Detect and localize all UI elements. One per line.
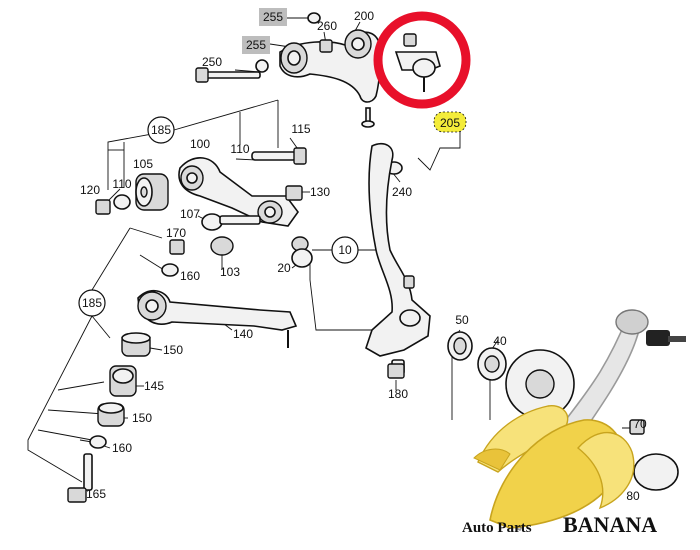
callout-180: 180 xyxy=(388,387,408,401)
callout-105: 105 xyxy=(133,157,153,171)
callout-260: 260 xyxy=(317,19,337,33)
callout-70: 70 xyxy=(633,417,647,431)
callout-130: 130 xyxy=(310,185,330,199)
callout-160-bottom: 160 xyxy=(112,441,132,455)
callout-150-top: 150 xyxy=(163,343,183,357)
mount-107 xyxy=(201,213,261,256)
lower-ball-joint xyxy=(291,236,313,268)
callout-110-left: 110 xyxy=(112,177,131,191)
callout-103: 103 xyxy=(220,265,240,279)
callout-label: 205 xyxy=(440,116,460,130)
callout-label: 185 xyxy=(82,296,102,310)
callout-10: 10 xyxy=(331,236,359,264)
brand-watermark: Auto Parts BANANA xyxy=(462,512,657,537)
bushing-stack xyxy=(67,332,151,503)
bushing-105 xyxy=(95,173,169,215)
callout-200: 200 xyxy=(354,9,374,23)
upper-ball-joint xyxy=(394,33,441,92)
callout-label: 255 xyxy=(246,38,266,52)
callout-205: 205 xyxy=(433,111,467,133)
callout-20: 20 xyxy=(277,261,291,275)
callout-255-top: 255 xyxy=(259,8,287,26)
callout-107: 107 xyxy=(180,207,200,221)
callout-110-right: 110 xyxy=(230,142,249,156)
callout-250: 250 xyxy=(202,55,222,69)
callout-label: 185 xyxy=(151,123,171,137)
callout-50: 50 xyxy=(455,313,469,327)
callout-185-left: 185 xyxy=(78,289,106,317)
callout-label: 255 xyxy=(263,10,283,24)
callout-160-top: 160 xyxy=(180,269,200,283)
callout-100: 100 xyxy=(190,137,210,151)
callout-240: 240 xyxy=(392,185,412,199)
callout-165: 165 xyxy=(86,487,106,501)
hub-cap-80 xyxy=(629,419,679,491)
callout-label: 10 xyxy=(338,243,352,257)
callout-80: 80 xyxy=(626,489,640,503)
callout-170: 170 xyxy=(166,226,186,240)
highlight-circle xyxy=(373,11,471,109)
callout-120: 120 xyxy=(80,183,100,197)
callout-150-bottom: 150 xyxy=(132,411,152,425)
brand-name: BANANA xyxy=(563,512,657,537)
top-fasteners xyxy=(195,12,403,175)
callout-140: 140 xyxy=(233,327,253,341)
wheel-hub xyxy=(447,331,575,419)
callout-40: 40 xyxy=(493,334,507,348)
trailing-arm xyxy=(137,290,298,348)
callout-255-mid: 255 xyxy=(242,36,270,54)
callout-115: 115 xyxy=(291,122,310,136)
brand-prefix: Auto Parts xyxy=(462,520,532,536)
banana-logo xyxy=(473,405,635,529)
nut-180 xyxy=(387,363,405,379)
bushing-170 xyxy=(161,239,185,277)
callout-145: 145 xyxy=(144,379,164,393)
callout-185-top: 185 xyxy=(147,116,175,144)
steering-knuckle xyxy=(365,142,431,375)
upper-control-arm xyxy=(279,29,381,103)
lower-wishbone xyxy=(178,147,307,227)
